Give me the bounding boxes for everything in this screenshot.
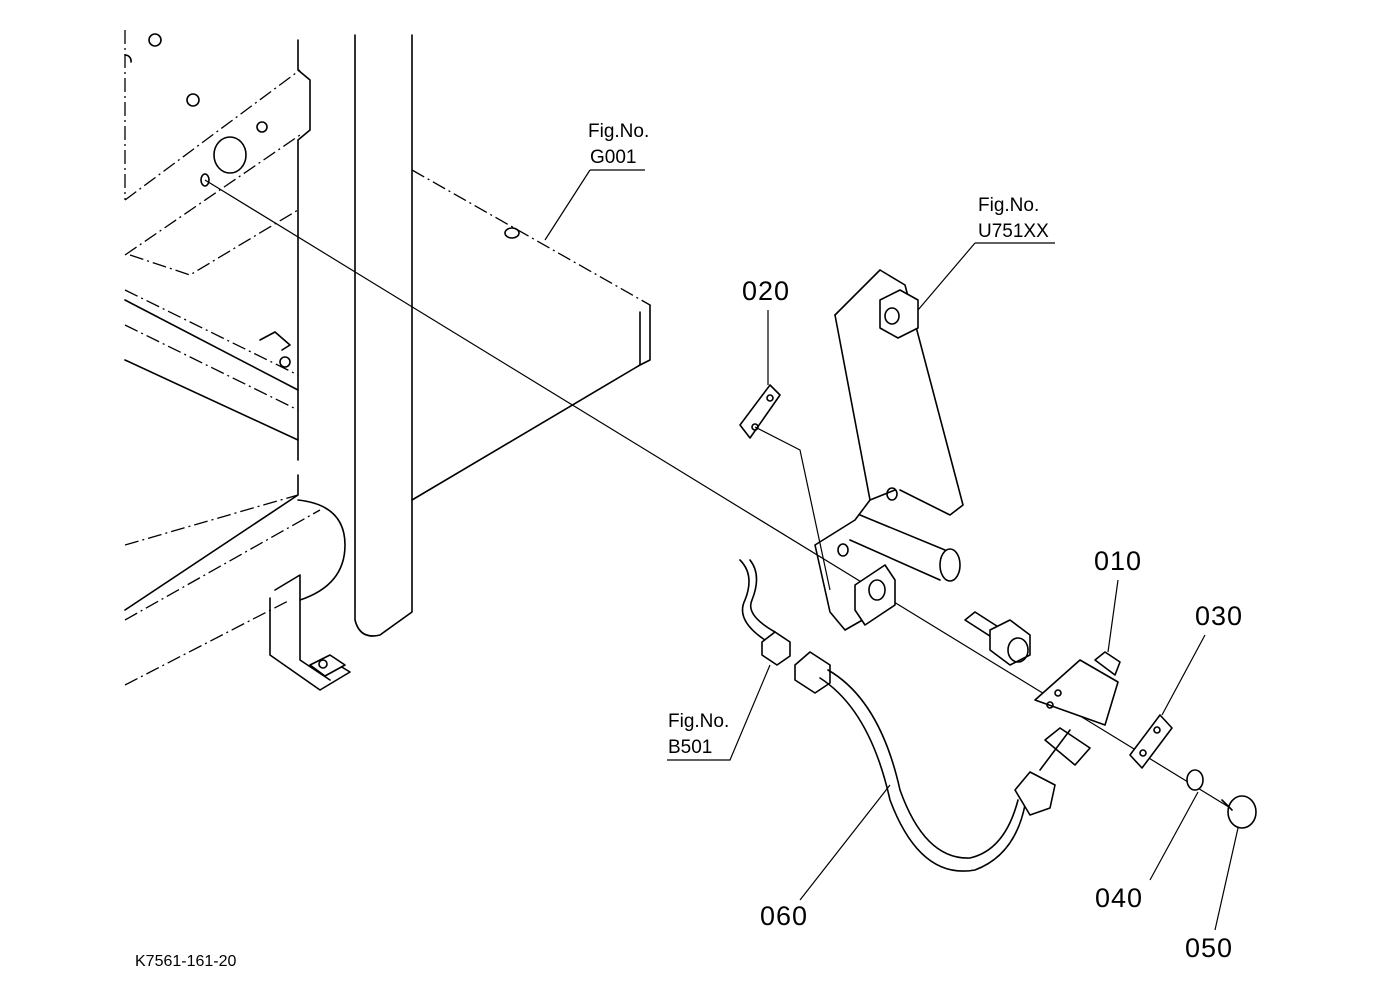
screw-050 (1221, 795, 1257, 829)
fig-ref-b501-line1: Fig.No. (668, 711, 729, 732)
plate-020 (739, 384, 831, 591)
fig-ref-b501-line2: B501 (668, 737, 712, 758)
leader-lines (544, 169, 1239, 931)
part-number-020: 020 (742, 276, 790, 306)
pivot-bracket (814, 269, 964, 631)
bolt (964, 611, 1031, 666)
plate-030 (1129, 714, 1173, 769)
part-number-010: 010 (1094, 546, 1142, 576)
part-number-040: 040 (1095, 883, 1143, 913)
part-number-060: 060 (760, 901, 808, 931)
switch-010 (1034, 651, 1121, 766)
part-number-050: 050 (1185, 933, 1233, 963)
part-number-030: 030 (1195, 601, 1243, 631)
wire-harness (739, 559, 1071, 872)
washer-040 (1186, 769, 1204, 791)
drawing-number: K7561-161-20 (135, 953, 237, 970)
fig-ref-u751xx-line1: Fig.No. (978, 195, 1039, 216)
fig-ref-u751xx-line2: U751XX (978, 221, 1049, 242)
frame-assembly (124, 30, 651, 691)
fig-ref-g001-line1: Fig.No. (588, 121, 649, 142)
fig-ref-g001-line2: G001 (590, 147, 636, 168)
